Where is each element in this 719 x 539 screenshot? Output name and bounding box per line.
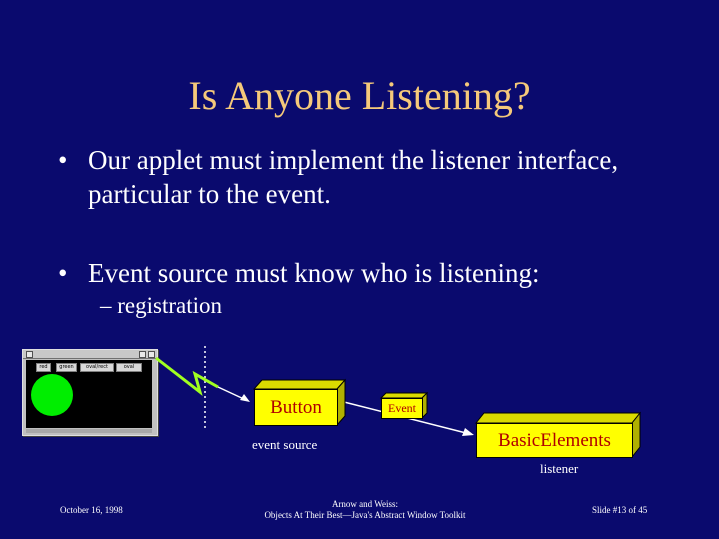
listener-caption: listener	[540, 461, 579, 476]
listener-box: BasicElements	[476, 423, 633, 458]
bullet-text: Event source must know who is listening:	[88, 258, 540, 288]
footer-date: October 16, 1998	[60, 505, 123, 515]
oval-rect-button: oval/rect	[80, 363, 114, 372]
lightning-bolt	[155, 356, 219, 396]
green-circle	[31, 374, 73, 416]
button-box-top	[252, 379, 347, 390]
oval-button: oval	[116, 363, 142, 372]
listener-box-top	[474, 412, 642, 424]
bullet-text: Our applet must implement the listener i…	[88, 145, 619, 209]
event-source-caption: event source	[252, 437, 318, 452]
minimize-icon	[139, 351, 146, 358]
slide-title: Is Anyone Listening?	[188, 73, 531, 118]
arrow-to-button	[217, 386, 247, 401]
arrowhead-icon	[240, 394, 250, 402]
footer-credit: Arnow and Weiss: Objects At Their Best—J…	[220, 499, 510, 521]
green-button: green	[56, 363, 77, 372]
window-menu-icon	[26, 351, 33, 358]
bullet-marker: •	[58, 145, 68, 175]
footer-slide-number: Slide #13 of 45	[592, 505, 648, 515]
arrowhead-icon	[462, 428, 474, 436]
applet-title-bar	[23, 350, 157, 359]
button-box: Button	[254, 389, 338, 426]
applet-scrollbar	[26, 429, 152, 433]
event-box: Event	[381, 398, 423, 419]
sub-bullet-registration: – registration	[100, 293, 222, 318]
maximize-icon	[148, 351, 155, 358]
footer-authors: Arnow and Weiss:	[331, 499, 399, 509]
footer-book: Objects At Their Best—Java's Abstract Wi…	[264, 510, 466, 520]
applet-window: red green oval/rect oval	[22, 349, 158, 436]
red-button: red	[36, 363, 51, 372]
applet-canvas: red green oval/rect oval	[26, 360, 152, 428]
bullet-marker: •	[58, 258, 68, 288]
